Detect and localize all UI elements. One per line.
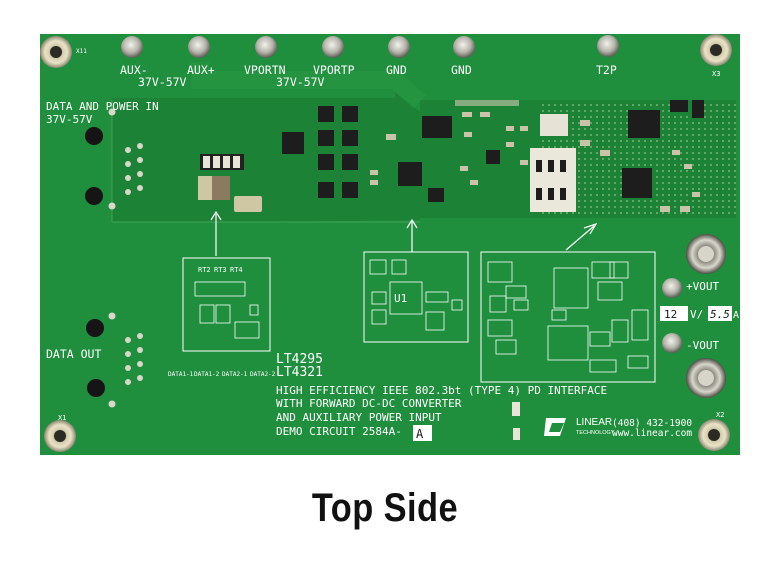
label-data2-1: DATA2-1: [222, 371, 248, 378]
mounting-hole-top-right-center: [710, 44, 722, 56]
led-data-out-bottom: [87, 379, 105, 397]
image-caption: Top Side: [0, 486, 770, 531]
cap-tan-3: [234, 196, 262, 212]
rt2-label: RT2: [198, 266, 211, 274]
revision-value: A: [416, 427, 424, 441]
voltage-value-box: [660, 306, 688, 321]
cap-tan-1: [198, 176, 212, 200]
label-data-power-in: DATA AND POWER IN: [46, 100, 159, 113]
label-brand-sub: TECHNOLOGY: [576, 430, 615, 436]
turret-e3: [662, 333, 682, 353]
label-part-lt4321: LT4321: [276, 365, 323, 380]
turret-gnd-1: [388, 36, 410, 58]
small-cap: [513, 428, 520, 440]
turret-posts: [121, 35, 682, 353]
led-data-out-top: [86, 319, 104, 337]
label-phone: (408) 432-1900: [612, 418, 692, 429]
label-a-mark: A: [733, 310, 739, 321]
callout-arrows: [210, 210, 598, 256]
trace-top: [191, 62, 426, 109]
label-aux-range: 37V-57V: [138, 75, 187, 89]
u1-label: U1: [394, 292, 407, 305]
label-brand: LINEAR: [576, 417, 612, 428]
small-resistor: [512, 402, 520, 416]
inset-right: [480, 251, 656, 383]
turret-e2: [662, 278, 682, 298]
label-desc-line-2: WITH FORWARD DC-DC CONVERTER: [276, 397, 462, 410]
label-data1-1: DATA1-1: [168, 371, 194, 378]
label-vportp: VPORTP: [313, 63, 355, 77]
pour-outline: [111, 100, 420, 223]
led-data-in-bottom: [85, 187, 103, 205]
label-aux-plus: AUX+: [187, 63, 215, 77]
pad-strip: [455, 100, 519, 106]
current-value-box: [708, 306, 732, 321]
label-v-mark: V/: [690, 308, 703, 321]
label-t2p: T2P: [596, 63, 617, 77]
label-x1: X1: [58, 414, 66, 422]
rt3-label: RT3: [214, 266, 227, 274]
inset-left: [182, 257, 271, 352]
label-part-lt4295: LT4295: [276, 352, 323, 367]
label-x3: X3: [712, 70, 720, 78]
revision-box: [413, 425, 432, 441]
turret-gnd-2: [453, 36, 475, 58]
label-desc-line-1: HIGH EFFICIENCY IEEE 802.3bt (TYPE 4) PD…: [276, 384, 607, 397]
terminal-vout-minus-core: [698, 370, 714, 386]
label-desc-line-3: AND AUXILIARY POWER INPUT: [276, 411, 442, 424]
label-gnd-1: GND: [386, 63, 407, 77]
terminal-vout-plus-core: [698, 246, 714, 262]
rt4-label: RT4: [230, 266, 243, 274]
mounting-holes: [40, 34, 732, 452]
label-x11: X11: [76, 48, 87, 55]
turret-aux-plus: [188, 36, 210, 58]
led-data-in-top: [85, 127, 103, 145]
label-vout-minus: -VOUT: [686, 339, 719, 352]
turret-vportp: [322, 36, 344, 58]
inductor-top: [540, 114, 568, 136]
inset-boxes: [182, 251, 656, 383]
label-gnd-2: GND: [451, 63, 472, 77]
label-data-out: DATA OUT: [46, 347, 101, 361]
transformer: [530, 148, 576, 212]
current-value: 5.5: [710, 308, 730, 321]
mounting-hole-top-left-center: [50, 46, 62, 58]
label-vport-range: 37V-57V: [276, 75, 325, 89]
mounting-hole-bottom-right-center: [708, 429, 720, 441]
turret-t2p: [597, 35, 619, 57]
label-data2-2: DATA2-2: [250, 371, 276, 378]
label-desc-line-4: DEMO CIRCUIT 2584A-: [276, 425, 402, 438]
voltage-value: 12: [664, 308, 677, 321]
turret-vportn: [255, 36, 277, 58]
inset-center: [363, 251, 469, 343]
label-vout-plus: +VOUT: [686, 280, 719, 293]
turret-aux-minus: [121, 36, 143, 58]
label-vportn: VPORTN: [244, 63, 286, 77]
label-aux-minus: AUX-: [120, 63, 148, 77]
label-x2: X2: [716, 411, 724, 419]
cap-tan-2: [212, 176, 230, 200]
component-cluster: [198, 100, 704, 212]
label-data-power-range: 37V-57V: [46, 113, 93, 126]
output-terminals: [686, 234, 726, 398]
label-data1-2: DATA1-2: [194, 371, 220, 378]
left-connectors: [85, 108, 143, 408]
caption-text: Top Side: [311, 486, 459, 530]
label-web: www.linear.com: [612, 428, 692, 439]
mounting-hole-bottom-left-center: [54, 430, 66, 442]
